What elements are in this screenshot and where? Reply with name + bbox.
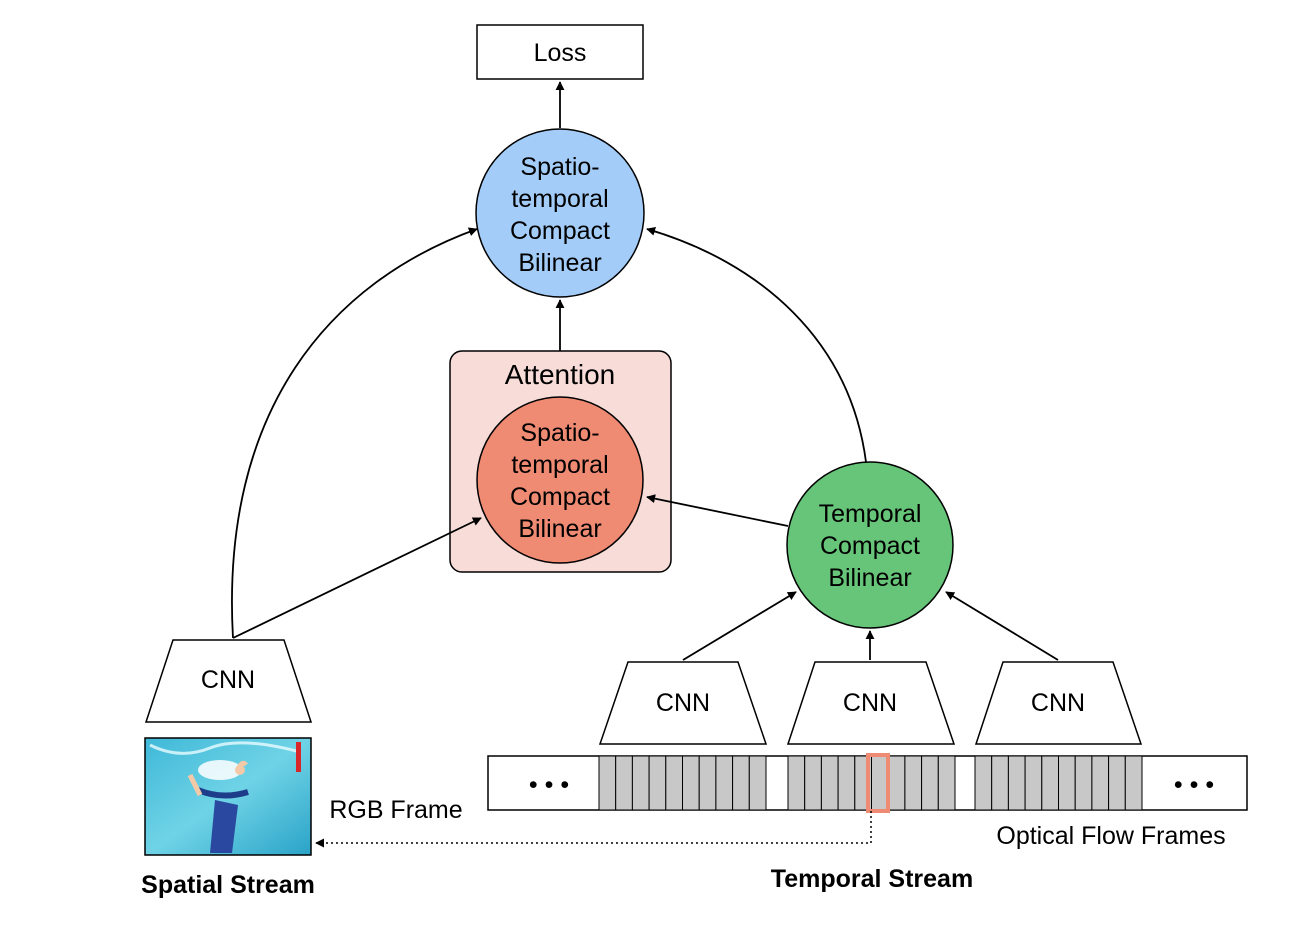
spatial-stream-label: Spatial Stream — [141, 871, 315, 899]
loss-box: Loss — [476, 24, 644, 80]
flow-frame — [648, 755, 667, 811]
flow-frame — [715, 755, 734, 811]
arrow-tcnn3-to-temporal — [945, 591, 1059, 661]
attention-node-line-2: temporal — [511, 451, 608, 479]
flow-frame — [1041, 755, 1060, 811]
spatiotemporal-bilinear-node: Spatio- temporal Compact Bilinear — [475, 128, 645, 298]
top-node-line-1: Spatio- — [520, 153, 599, 181]
flow-frame — [1024, 755, 1043, 811]
temporal-bilinear-node: Temporal Compact Bilinear — [786, 461, 954, 629]
rgb-frame-label: RGB Frame — [329, 796, 462, 824]
flow-frame — [698, 755, 717, 811]
ellipsis-right: • • • — [1174, 771, 1214, 799]
flow-frame — [665, 755, 683, 811]
arrow-flow-to-rgb — [315, 811, 872, 848]
flow-frame — [921, 755, 939, 811]
flow-frame — [887, 755, 906, 811]
ellipsis-left: • • • — [529, 771, 569, 799]
flow-frame — [1124, 755, 1143, 811]
flow-frame — [820, 755, 839, 811]
top-node-line-2: temporal — [511, 185, 608, 213]
temporal-cnn-3: CNN — [974, 661, 1143, 745]
top-node-line-4: Bilinear — [518, 249, 601, 277]
highlighted-frame — [866, 753, 890, 813]
arrow-spatial-to-attention — [232, 517, 482, 639]
temporal-node-line-2: Compact — [820, 532, 920, 560]
attention-bilinear-circle — [476, 396, 644, 564]
frame-group-1 — [598, 755, 767, 811]
flow-frame — [1007, 755, 1026, 811]
temporal-cnn-1: CNN — [598, 661, 768, 745]
flow-frame — [1058, 755, 1076, 811]
flow-frame — [974, 755, 993, 811]
flow-frame — [631, 755, 650, 811]
temporal-stream-label: Temporal Stream — [771, 865, 973, 893]
flow-frame — [837, 755, 856, 811]
attention-node-line-4: Bilinear — [518, 515, 601, 543]
attention-title: Attention — [505, 359, 616, 390]
flow-frame — [598, 755, 617, 811]
temporal-node-line-3: Bilinear — [828, 564, 911, 592]
attention-node-line-3: Compact — [510, 483, 610, 511]
flow-frame — [732, 755, 750, 811]
temporal-cnn-2: CNN — [786, 661, 956, 745]
arrow-temporal-to-top — [646, 226, 867, 463]
flow-frame — [871, 755, 889, 811]
attention-box: Attention Spatio- temporal Compact Bilin… — [449, 350, 672, 573]
temporal-cnn-2-label: CNN — [843, 689, 897, 717]
flow-frame — [937, 755, 956, 811]
flow-frame — [1091, 755, 1110, 811]
flow-frame — [991, 755, 1009, 811]
arrow-spatial-to-top — [231, 227, 478, 639]
flow-frame — [682, 755, 700, 811]
frame-group-2 — [787, 755, 956, 811]
rgb-frame-image — [144, 737, 312, 856]
optical-flow-label: Optical Flow Frames — [996, 822, 1225, 850]
temporal-node-circle — [786, 461, 954, 629]
frame-group-3 — [974, 755, 1143, 811]
flow-frame — [787, 755, 806, 811]
flow-frame — [1074, 755, 1093, 811]
arrow-temporal-to-attention — [646, 494, 789, 527]
attention-node-line-1: Spatio- — [520, 419, 599, 447]
spatial-cnn: CNN — [144, 639, 313, 723]
temporal-cnn-3-label: CNN — [1031, 689, 1085, 717]
flow-frame — [615, 755, 633, 811]
flow-frame — [904, 755, 923, 811]
spatial-cnn-label: CNN — [201, 666, 255, 694]
loss-label: Loss — [534, 39, 587, 67]
spatiotemporal-node-circle — [475, 128, 645, 298]
flow-frame — [1108, 755, 1126, 811]
flow-frame — [748, 755, 767, 811]
temporal-cnn-1-label: CNN — [656, 689, 710, 717]
optical-flow-strip: • • • • • • — [487, 753, 1248, 813]
arrow-tcnn1-to-temporal — [682, 591, 797, 661]
flow-frame — [804, 755, 822, 811]
top-node-line-3: Compact — [510, 217, 610, 245]
temporal-node-line-1: Temporal — [819, 500, 922, 528]
